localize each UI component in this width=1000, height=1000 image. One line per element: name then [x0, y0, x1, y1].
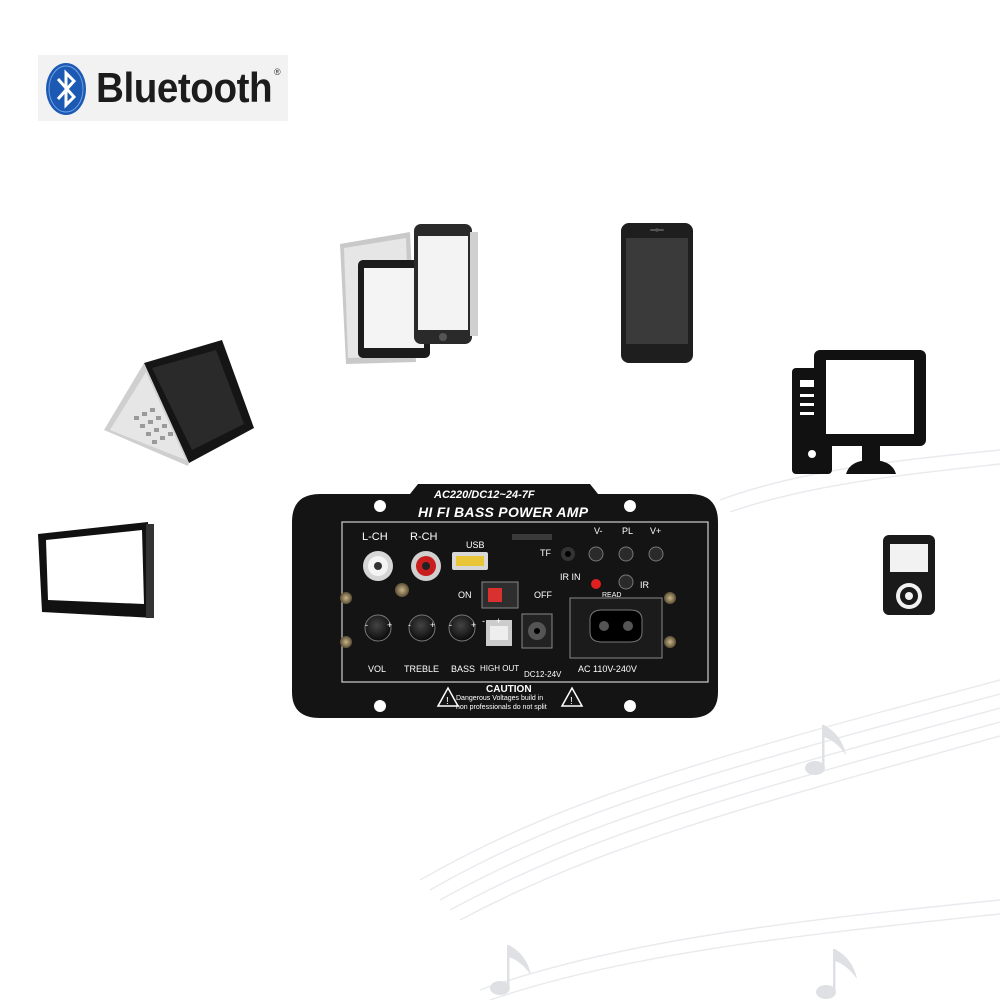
tablet-and-phone-icon	[340, 224, 478, 364]
amp-model-label: AC220/DC12~24-7F	[434, 489, 535, 501]
bluetooth-icon	[46, 63, 86, 115]
treble-plus-label: +	[430, 620, 436, 630]
vol-plus-label: +	[387, 620, 393, 630]
amplifier-board: ! !	[292, 484, 718, 718]
high-out-label: HIGH OUT	[480, 664, 520, 673]
ac-input-label: AC 110V-240V	[578, 664, 637, 674]
amp-title-label: HI FI BASS POWER AMP	[418, 504, 589, 520]
svg-text:!: !	[570, 696, 573, 707]
smartphone-icon	[621, 223, 693, 363]
usb-label: USB	[466, 540, 485, 550]
vol-minus-label: -	[365, 620, 368, 630]
tf-label: TF	[540, 548, 551, 558]
registered-mark: ®	[274, 67, 281, 77]
laptop-icon	[104, 340, 254, 466]
v-minus-label: V-	[594, 526, 603, 536]
vol-label: VOL	[368, 664, 387, 674]
read-label: READ	[602, 592, 622, 599]
on-label: ON	[458, 590, 472, 600]
dc-minus-label: -	[482, 616, 485, 626]
l-ch-label: L-CH	[362, 531, 388, 543]
ir-in-label: IR IN	[560, 572, 581, 582]
bluetooth-wordmark: Bluetooth	[96, 64, 273, 111]
treble-label: TREBLE	[404, 664, 440, 674]
caution-text-line2: non professionals do not split	[456, 704, 547, 711]
bluetooth-logo: Bluetooth ®	[38, 55, 288, 121]
bass-plus-label: +	[471, 620, 477, 630]
treble-minus-label: -	[408, 620, 411, 630]
svg-text:!: !	[446, 696, 449, 707]
tv-monitor-icon	[38, 522, 154, 618]
music-note-icon	[490, 725, 857, 999]
ir-label: IR	[640, 580, 649, 590]
desktop-computer-icon	[792, 350, 926, 474]
mp3-player-icon	[883, 535, 935, 615]
pl-label: PL	[622, 526, 634, 536]
bass-minus-label: -	[449, 620, 452, 630]
off-label: OFF	[534, 590, 552, 600]
bass-label: BASS	[451, 664, 476, 674]
caution-title: CAUTION	[486, 684, 532, 695]
rca-right-jack	[411, 551, 441, 581]
dc-input-label: DC12-24V	[524, 670, 562, 679]
caution-text-line1: Dangerous Voltages build in	[456, 695, 544, 702]
v-plus-label: V+	[650, 526, 662, 536]
r-ch-label: R-CH	[410, 531, 438, 543]
rca-left-jack	[363, 551, 393, 581]
dc-plus-label: +	[496, 616, 502, 626]
